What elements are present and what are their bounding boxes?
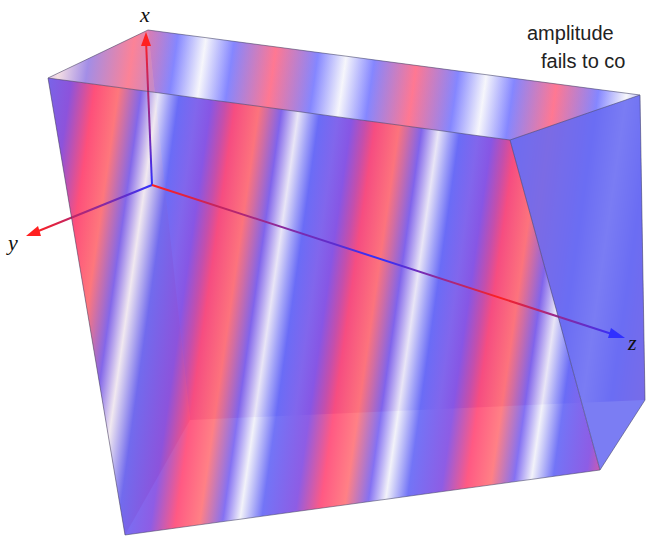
axis-label: y: [8, 230, 18, 256]
axis-label: z: [628, 330, 637, 356]
cropped-note: fails to co: [541, 50, 625, 73]
cropped-note: amplitude: [527, 22, 614, 45]
axis-label: x: [140, 2, 150, 28]
